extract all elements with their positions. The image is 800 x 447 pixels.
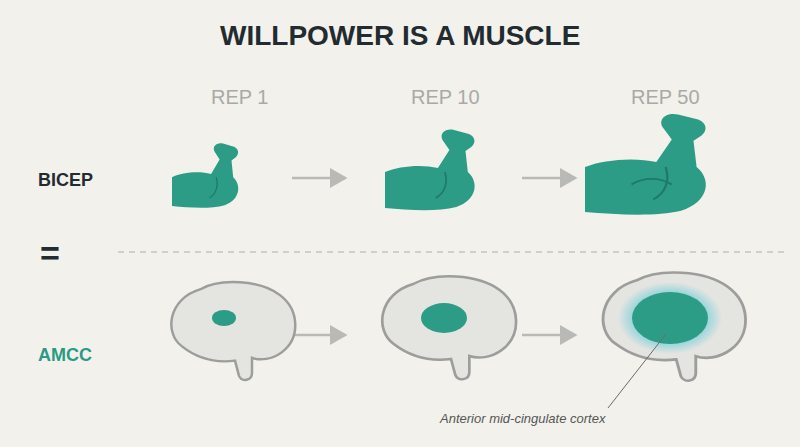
rep-label: REP 50 bbox=[631, 86, 700, 109]
bicep-detail bbox=[209, 167, 671, 200]
title: WILLPOWER IS A MUSCLE bbox=[220, 20, 580, 52]
divider bbox=[118, 251, 785, 253]
amcc-region bbox=[632, 292, 708, 344]
rep-label: REP 1 bbox=[211, 86, 268, 109]
leader-line bbox=[608, 334, 666, 408]
row-label: AMCC bbox=[38, 345, 92, 366]
row-label: BICEP bbox=[38, 170, 93, 191]
amcc-region bbox=[421, 303, 467, 333]
brain-icon bbox=[171, 273, 745, 381]
amcc-region bbox=[212, 310, 236, 326]
bicep-icon bbox=[172, 114, 706, 215]
rep-label: REP 10 bbox=[411, 86, 480, 109]
equals-sign: = bbox=[40, 234, 60, 273]
progress-arrow bbox=[292, 178, 575, 335]
callout-label: Anterior mid-cingulate cortex bbox=[440, 411, 605, 426]
amcc-glow bbox=[618, 282, 722, 354]
